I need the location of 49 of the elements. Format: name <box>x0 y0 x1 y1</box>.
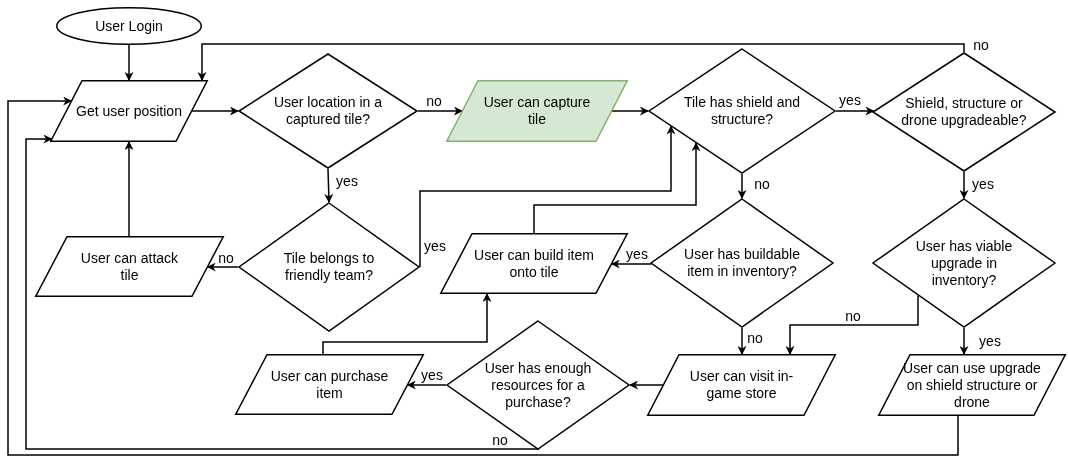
decision-diamond <box>872 198 1056 328</box>
io-parallelogram <box>446 80 628 142</box>
node-label: Tile belongs to friendly team? <box>282 250 376 284</box>
arrow <box>629 380 664 390</box>
node-label: Shield, structure or drone upgradeable? <box>900 95 1028 129</box>
arrow <box>124 141 134 237</box>
node-label: User Login <box>94 17 164 35</box>
node-label: User has enough resources for a purchase? <box>483 359 593 411</box>
node-label: User can capture tile <box>482 94 592 128</box>
decision-diamond <box>238 202 420 332</box>
io-parallelogram <box>647 354 836 416</box>
node-label: Tile has shield and structure? <box>682 94 802 128</box>
arrow <box>835 106 875 116</box>
decision-diamond <box>446 320 630 450</box>
arrow <box>7 96 959 456</box>
node-label: User location in a captured tile? <box>272 94 384 128</box>
arrow <box>191 106 239 116</box>
start-ellipse <box>56 7 202 45</box>
node-label: Get user position <box>75 102 183 120</box>
node-label: User can visit in-game store <box>688 368 795 402</box>
arrow <box>737 173 747 199</box>
arrow <box>322 293 492 355</box>
node-label: User can purchase item <box>269 367 390 402</box>
arrow <box>959 327 969 355</box>
decision-diamond <box>872 52 1056 172</box>
arrow <box>124 44 134 81</box>
arrow <box>611 106 649 116</box>
arrow <box>533 142 701 234</box>
arrow <box>417 106 463 116</box>
arrow <box>324 168 334 203</box>
arrow <box>959 171 969 199</box>
arrow <box>197 43 965 81</box>
io-parallelogram <box>878 354 1066 416</box>
node-label: User can use upgrade on shield structure or drone <box>902 359 1042 411</box>
arrow <box>785 294 919 355</box>
decision-diamond <box>650 198 834 328</box>
arrow <box>737 327 747 355</box>
node-label: User has buildable item in inventory? <box>683 246 801 280</box>
decision-diamond <box>238 53 418 169</box>
arrow <box>419 125 676 268</box>
node-label: User can attack tile <box>79 249 180 284</box>
arrow <box>206 262 239 272</box>
arrow <box>25 134 539 451</box>
arrow <box>610 259 653 269</box>
arrow <box>406 380 447 390</box>
decision-diamond <box>648 48 836 174</box>
node-label: User can build item onto tile <box>474 246 594 281</box>
node-label: User has viable upgrade in inventory? <box>914 237 1014 289</box>
io-parallelogram <box>50 80 208 142</box>
